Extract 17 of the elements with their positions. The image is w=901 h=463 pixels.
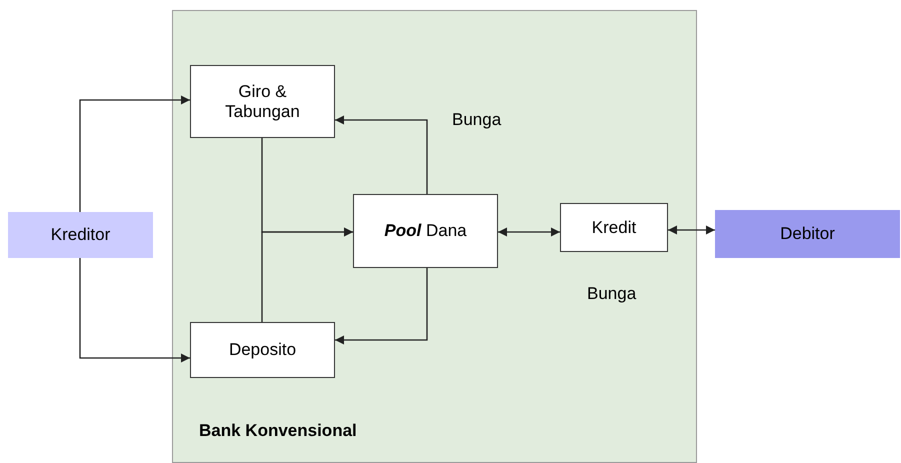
arrow <box>498 228 560 236</box>
interest-label: Bunga <box>587 284 636 304</box>
panel-heading: Bank Konvensional <box>199 421 357 441</box>
arrow <box>79 258 190 362</box>
arrow <box>261 228 353 322</box>
bank-panel <box>172 10 697 463</box>
process-box: Giro & Tabungan <box>190 65 335 138</box>
arrow <box>335 268 428 344</box>
party-box: Kreditor <box>8 212 153 258</box>
interest-label: Bunga <box>452 110 502 130</box>
process-box: Kredit <box>560 203 668 252</box>
party-box: Debitor <box>715 210 900 258</box>
arrow <box>668 226 715 234</box>
arrow <box>79 96 190 212</box>
arrow <box>335 116 428 194</box>
process-box: Deposito <box>190 322 335 378</box>
process-box: Pool Dana <box>353 194 498 268</box>
